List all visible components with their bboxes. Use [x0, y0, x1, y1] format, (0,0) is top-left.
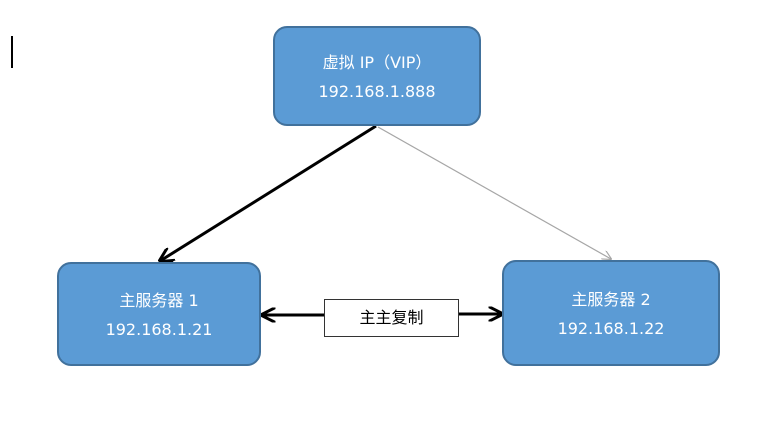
- server2-title: 主服务器 2: [571, 290, 651, 309]
- vip-to-server1-arrow: [160, 124, 377, 261]
- server2-address: 192.168.1.22: [557, 319, 665, 338]
- server1-title: 主服务器 1: [119, 291, 199, 310]
- vip-to-server2-arrow: [377, 126, 611, 259]
- master-server-1-node: 主服务器 1 192.168.1.21: [57, 262, 261, 366]
- vip-address: 192.168.1.888: [318, 82, 436, 101]
- text-cursor: [11, 36, 13, 68]
- replication-label: 主主复制: [324, 299, 459, 337]
- vip-node: 虚拟 IP（VIP） 192.168.1.888: [273, 26, 481, 126]
- server1-address: 192.168.1.21: [105, 320, 213, 339]
- vip-title: 虚拟 IP（VIP）: [322, 53, 432, 72]
- master-server-2-node: 主服务器 2 192.168.1.22: [502, 260, 720, 366]
